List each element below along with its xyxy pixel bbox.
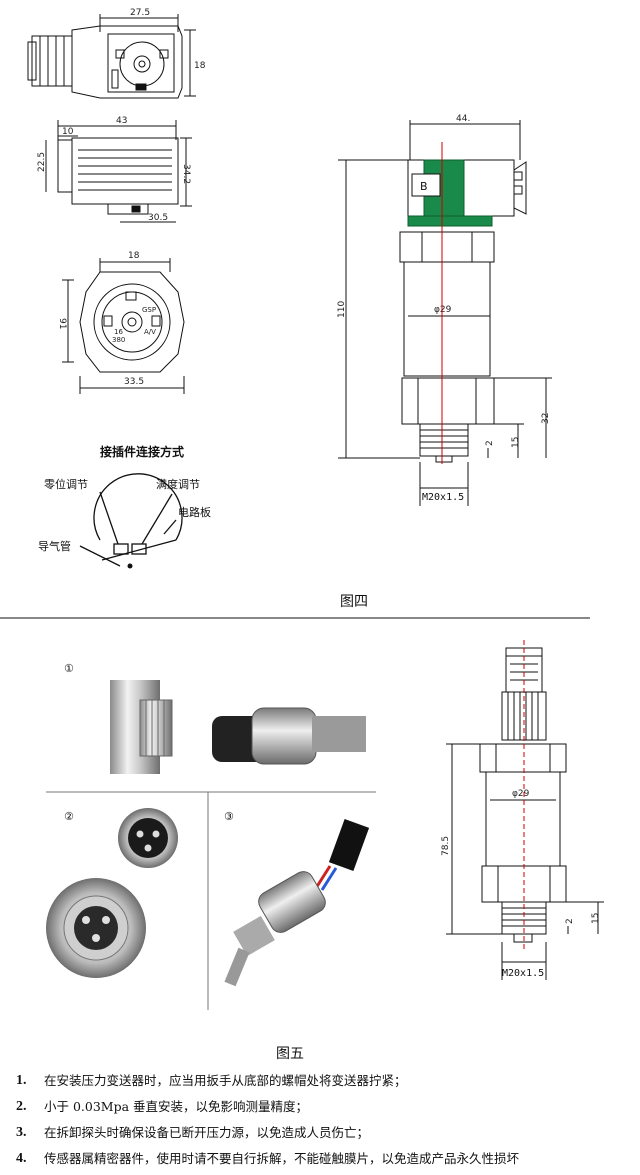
- label-circuit-board: 电路板: [178, 505, 211, 519]
- dim-thread-5: M20x1.5: [502, 968, 544, 979]
- photo-number-3: ③: [224, 810, 234, 823]
- photo-1-cable-plug: [212, 707, 366, 765]
- connector-front-view: 18 GSP 16 380 A/V 91 33.5: [57, 251, 185, 394]
- caption-figure-4: 图四: [340, 594, 368, 610]
- dim-15-5: 15: [591, 913, 601, 924]
- dim-2-5: 2: [565, 918, 575, 924]
- note-number: 1.: [16, 1073, 27, 1088]
- connector-side-view: 43 10 22.5 34.2 30.5: [37, 116, 192, 223]
- dim-thread: M20x1.5: [422, 492, 464, 503]
- sensor-drawing-4: 44. B φ29 110 32 15 2: [337, 114, 552, 506]
- label-b: B: [420, 180, 428, 193]
- dim-side-left: 22.5: [37, 152, 47, 172]
- photo-1-sensor-thread: [110, 680, 173, 774]
- dim-top-width: 27.5: [130, 8, 150, 18]
- wiring-diagram: 接插件连接方式 零位调节 满度调节 电路板 导气管: [38, 444, 211, 569]
- photo-2-socket: [118, 808, 178, 868]
- dim-2: 2: [485, 440, 495, 446]
- dim-dia-29-5: φ29: [512, 789, 530, 799]
- mark-16: 16: [114, 328, 123, 336]
- note-number: 4.: [16, 1151, 27, 1166]
- label-full-adjust: 满度调节: [156, 477, 200, 491]
- note-number: 2.: [16, 1099, 27, 1114]
- caption-figure-5: 图五: [276, 1046, 304, 1062]
- dim-total-110: 110: [337, 301, 347, 318]
- dim-top-height: 18: [194, 61, 206, 71]
- dim-side-step: 10: [62, 127, 74, 137]
- note-text: 在拆卸探头时确保设备已断开压力源，以免造成人员伤亡；: [44, 1125, 370, 1140]
- dim-top-44: 44.: [456, 114, 470, 124]
- note-item: 1. 在安装压力变送器时，应当用扳手从底部的螺帽处将变送器拧紧；: [16, 1068, 636, 1094]
- note-text: 小于 0.03Mpa 垂直安装，以免影响测量精度；: [44, 1099, 309, 1114]
- photo-number-1: ①: [64, 662, 74, 675]
- dim-dia-29: φ29: [434, 305, 452, 315]
- photo-panels: ① ② ③: [46, 662, 376, 1010]
- dim-side-width: 43: [116, 116, 127, 126]
- mark-av: A/V: [144, 328, 156, 336]
- note-number: 3.: [16, 1125, 27, 1140]
- label-vent-tube: 导气管: [38, 539, 71, 553]
- dim-total-78-5: 78.5: [441, 836, 451, 856]
- dim-32: 32: [541, 413, 551, 424]
- dim-front-left: 91: [57, 318, 67, 329]
- sensor-drawing-5: φ29 78.5 15 2 M20x1.5: [441, 640, 604, 980]
- photo-2-pin-connector: [46, 878, 146, 978]
- mark-380: 380: [112, 336, 125, 344]
- dim-15: 15: [511, 437, 521, 448]
- dim-front-bottom: 33.5: [124, 377, 144, 387]
- note-text: 传感器属精密器件，使用时请不要自行拆解，不能碰触膜片，以免造成产品永久性损坏: [44, 1151, 520, 1166]
- connector-top-view: 27.5 18: [27, 8, 206, 99]
- note-item: 2. 小于 0.03Mpa 垂直安装，以免影响测量精度；: [16, 1094, 636, 1120]
- dim-side-height: 34.2: [181, 164, 191, 184]
- photo-number-2: ②: [64, 810, 74, 823]
- note-text: 在安装压力变送器时，应当用扳手从底部的螺帽处将变送器拧紧；: [44, 1073, 407, 1088]
- note-item: 3. 在拆卸探头时确保设备已断开压力源，以免造成人员伤亡；: [16, 1120, 636, 1146]
- dim-front-width: 18: [128, 251, 140, 261]
- label-zero-adjust: 零位调节: [44, 477, 88, 491]
- photo-3-wired-plug: [224, 818, 370, 987]
- note-item: 4. 传感器属精密器件，使用时请不要自行拆解，不能碰触膜片，以免造成产品永久性损…: [16, 1146, 636, 1172]
- mark-gsp: GSP: [142, 306, 156, 314]
- wiring-title: 接插件连接方式: [100, 444, 184, 459]
- dim-side-bottom: 30.5: [148, 213, 168, 223]
- installation-notes: 1. 在安装压力变送器时，应当用扳手从底部的螺帽处将变送器拧紧； 2. 小于 0…: [16, 1068, 636, 1172]
